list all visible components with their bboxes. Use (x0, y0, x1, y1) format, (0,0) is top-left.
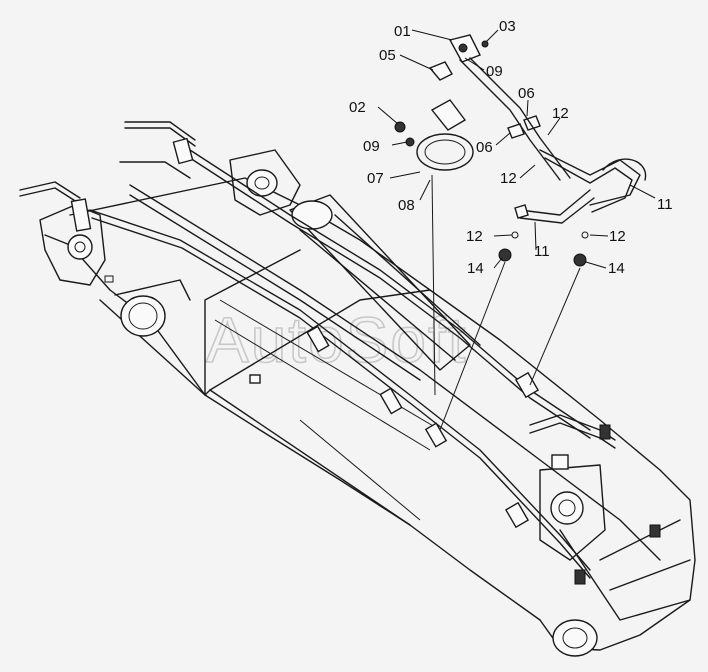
callout-14-left: 14 (467, 260, 484, 277)
callout-02: 02 (349, 99, 366, 116)
callout-11-right: 11 (657, 196, 673, 213)
callout-06-mid: 06 (476, 139, 493, 156)
callout-01: 01 (394, 23, 411, 40)
callout-06-top: 06 (518, 85, 535, 102)
callout-08: 08 (398, 197, 415, 214)
callout-12-mid: 12 (500, 170, 517, 187)
callout-12-right: 12 (609, 228, 626, 245)
exploded-parts (394, 34, 647, 431)
callout-09-top: 09 (486, 63, 503, 80)
callout-09-mid: 09 (363, 138, 380, 155)
callout-12-left: 12 (466, 228, 483, 245)
callout-12-top: 12 (552, 105, 569, 122)
callout-03: 03 (499, 18, 516, 35)
hydraulic-lines (19, 121, 661, 585)
callout-07: 07 (367, 170, 384, 187)
callout-labels: 01 03 05 09 02 06 12 09 06 07 12 11 08 1… (349, 18, 673, 277)
callout-05: 05 (379, 47, 396, 64)
callout-11-lower: 11 (534, 243, 550, 260)
leader-lines (377, 29, 656, 269)
callout-14-right: 14 (608, 260, 625, 277)
boom-body (39, 149, 696, 657)
